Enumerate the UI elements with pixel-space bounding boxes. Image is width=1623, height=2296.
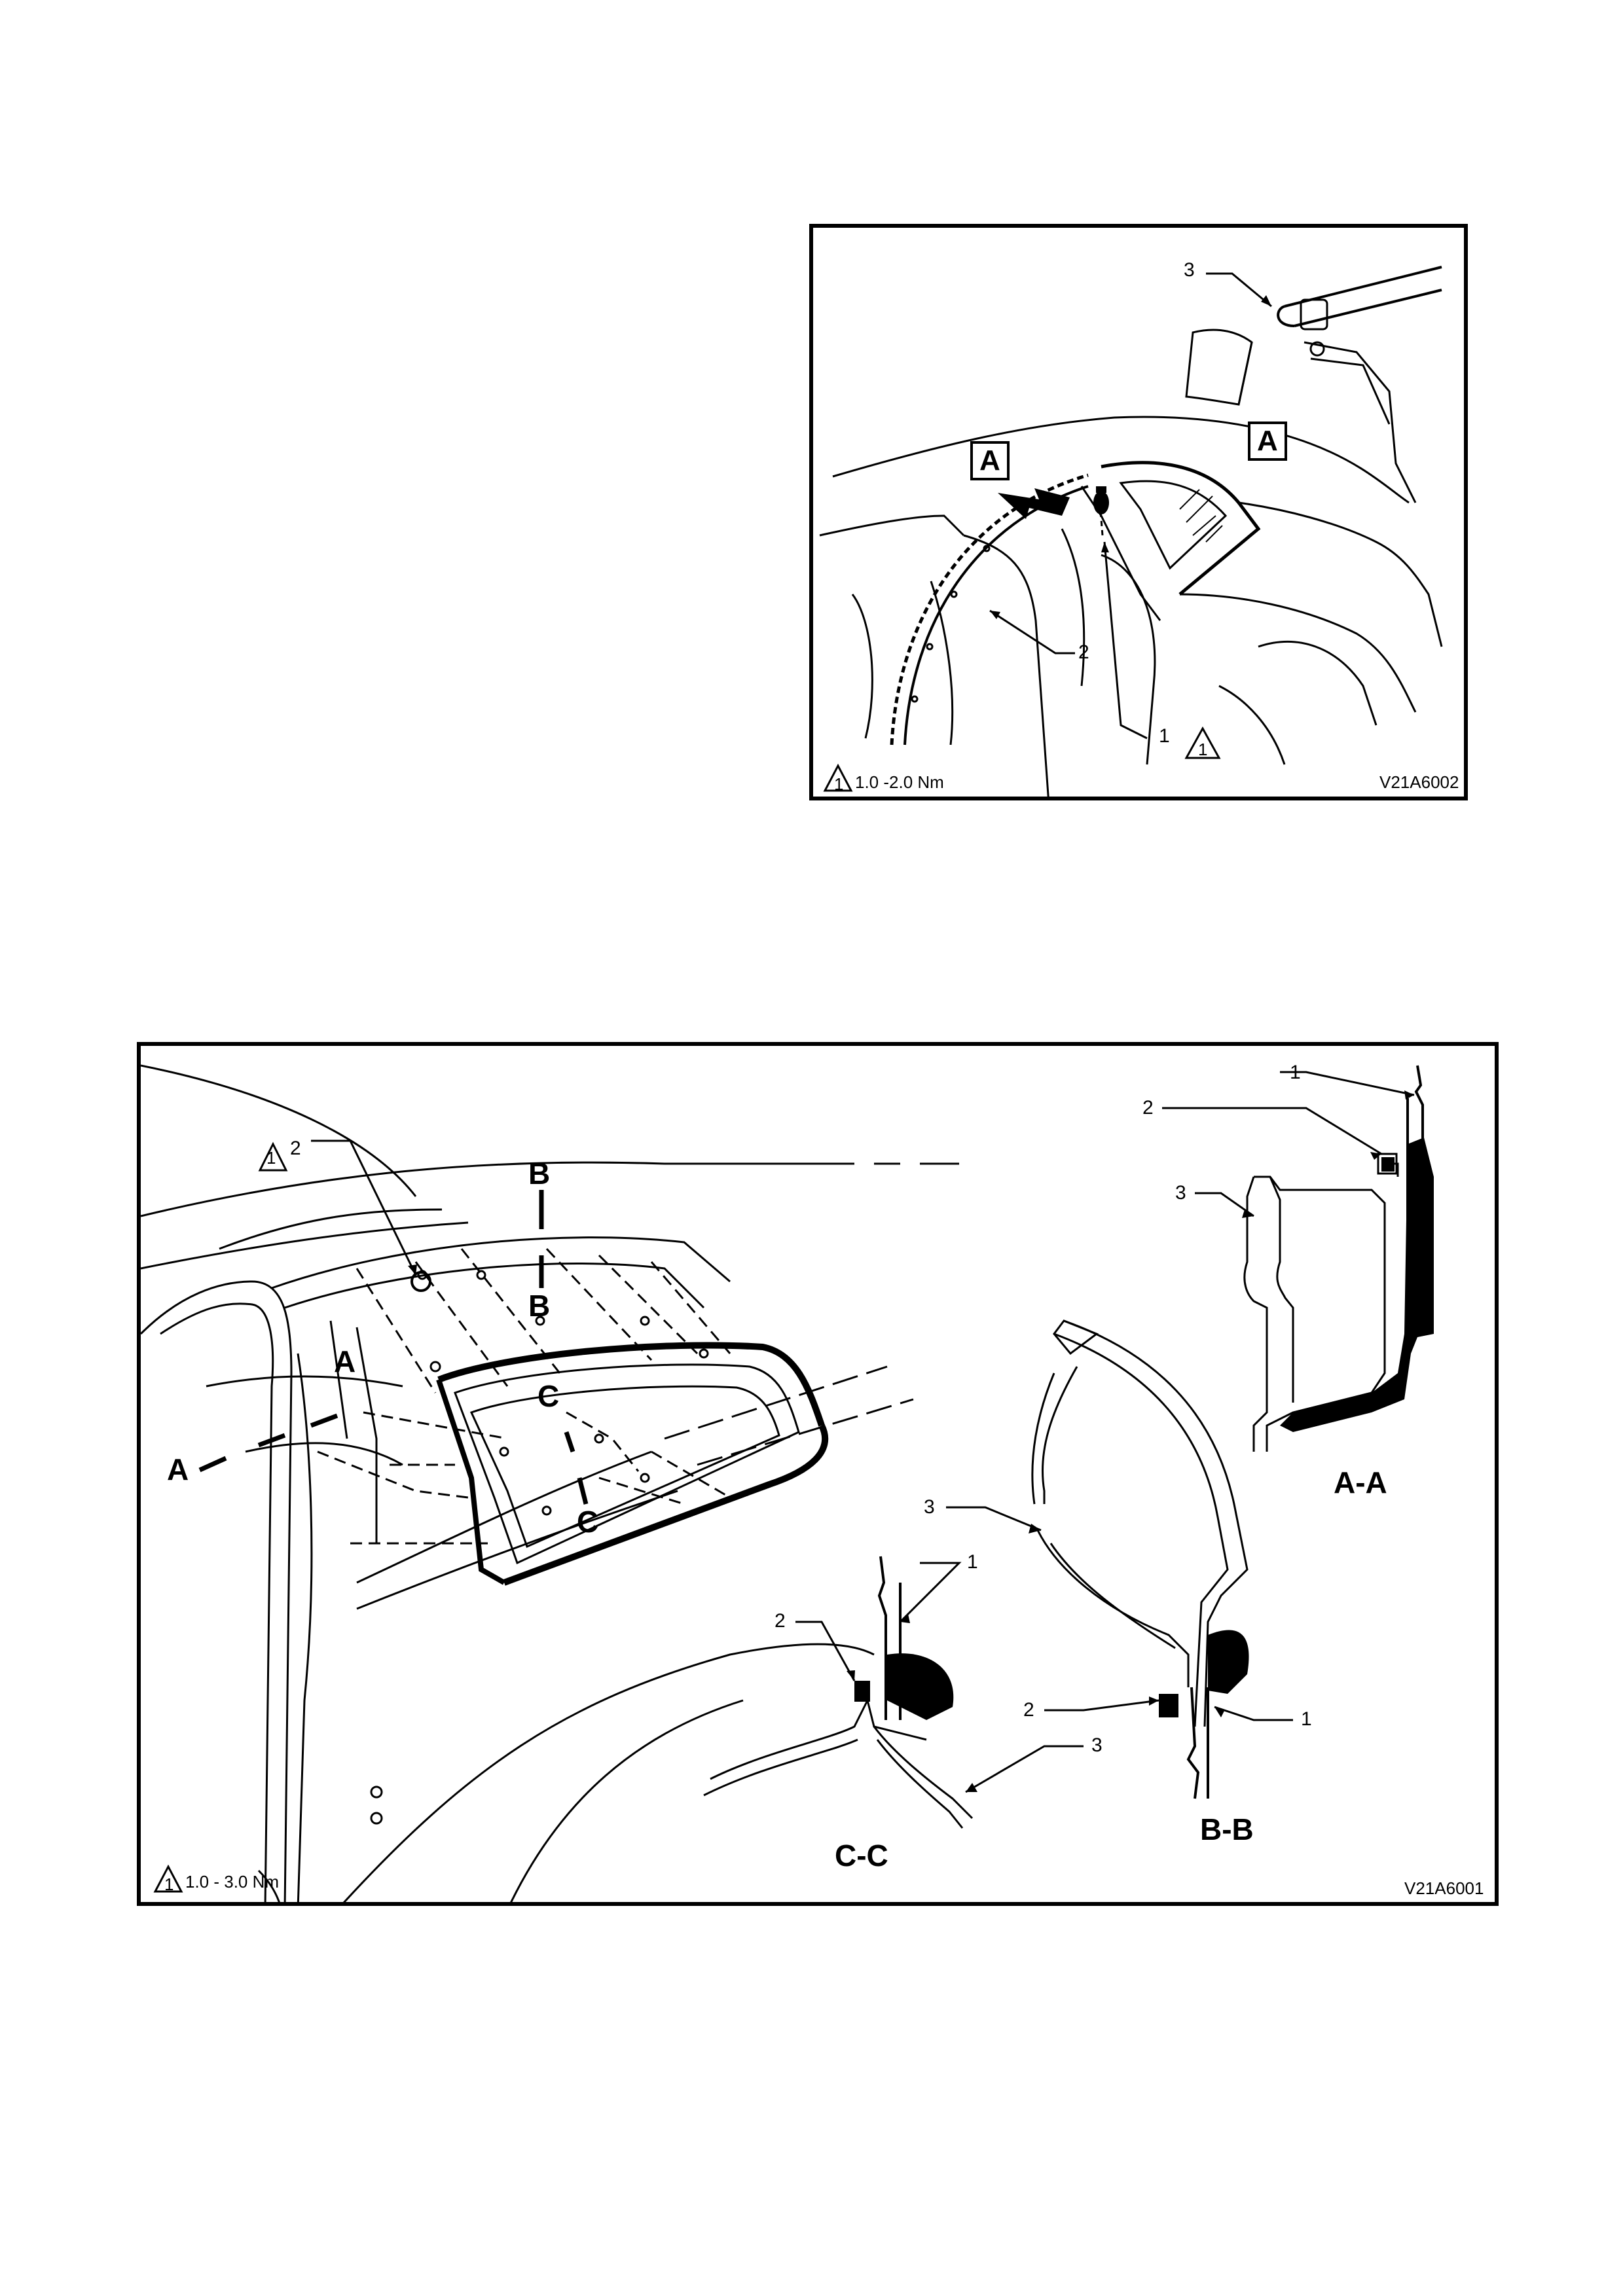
- figure-rear-quarter-moulding: A A 3 2 1 1 1 1.0 -2.0 Nm V21A6002: [809, 224, 1468, 800]
- section-mark-b: B: [528, 1156, 550, 1191]
- callout-3: 3: [1184, 259, 1195, 281]
- figure-rear-window-frame-sections: 1 2 B B A A C C 1 2 3 A-A 3 2 1 B-B 1 2 …: [137, 1042, 1499, 1906]
- torque-spec: 1.0 -2.0 Nm: [855, 772, 944, 793]
- section-mark-a: A: [334, 1344, 356, 1379]
- callout-3: 3: [924, 1496, 935, 1518]
- callout-3: 3: [1175, 1182, 1186, 1204]
- fig1-line-art: [813, 228, 1468, 800]
- torque-ref-mark: 1: [834, 774, 843, 795]
- drawing-code: V21A6001: [1404, 1878, 1484, 1899]
- clip-part: [1093, 486, 1109, 514]
- section-mark-c: C: [577, 1504, 598, 1539]
- section-title-bb: B-B: [1200, 1812, 1254, 1847]
- fig2-line-art: [141, 1046, 1499, 1906]
- section-title-aa: A-A: [1334, 1465, 1387, 1500]
- detail-marker: A: [1248, 422, 1287, 461]
- callout-3: 3: [1091, 1734, 1103, 1757]
- callout-2: 2: [1142, 1097, 1154, 1119]
- callout-2: 2: [290, 1138, 301, 1160]
- callout-2: 2: [775, 1610, 786, 1632]
- view-marker: A: [970, 441, 1010, 480]
- callout-1: 1: [967, 1551, 978, 1573]
- section-mark-b: B: [528, 1288, 550, 1323]
- callout-2: 2: [1023, 1699, 1034, 1721]
- callout-1: 1: [1159, 725, 1170, 747]
- callout-1: 1: [1301, 1708, 1312, 1731]
- section-title-cc: C-C: [835, 1838, 888, 1873]
- torque-ref-mark: 1: [266, 1148, 276, 1168]
- callout-2: 2: [1078, 641, 1089, 664]
- callout-1: 1: [1290, 1062, 1301, 1084]
- section-mark-c: C: [538, 1378, 559, 1414]
- torque-ref-mark: 1: [164, 1874, 173, 1895]
- torque-spec: 1.0 - 3.0 Nm: [185, 1872, 279, 1892]
- torque-ref-mark: 1: [1198, 740, 1207, 760]
- section-mark-a: A: [167, 1452, 189, 1487]
- drawing-code: V21A6002: [1379, 772, 1459, 793]
